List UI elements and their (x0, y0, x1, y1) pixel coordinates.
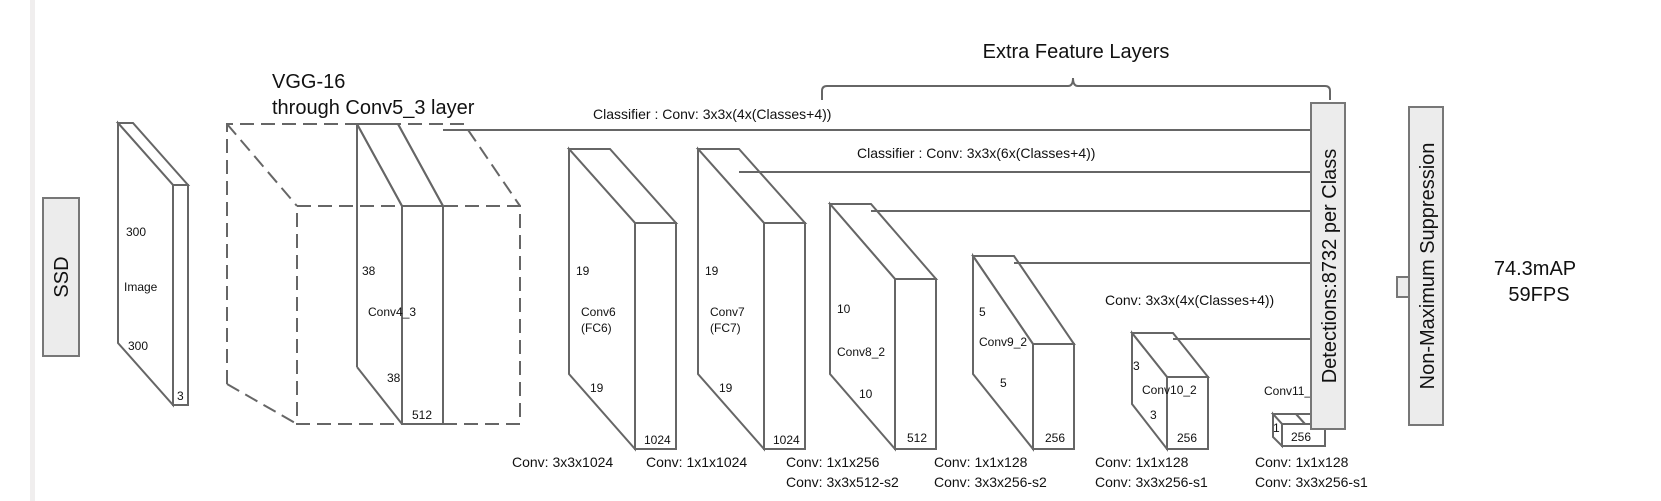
conv7-height-label: 19 (705, 264, 719, 278)
classifier-label-conv4_3: Classifier : Conv: 3x3x(4x(Classes+4)) (593, 106, 831, 122)
conv6-width-label: 19 (590, 381, 604, 395)
image-name-label: Image (124, 280, 158, 294)
classifier-label-extra: Conv: 3x3x(4x(Classes+4)) (1105, 292, 1274, 308)
layer-conv6: 19 Conv6 (FC6) 19 1024 Conv: 3x3x1024 (512, 146, 679, 470)
conv4_3-name-label: Conv4_3 (368, 305, 416, 319)
classifier-label-conv7: Classifier : Conv: 3x3x(6x(Classes+4)) (857, 145, 1095, 161)
conv10_2-conv-line1: Conv: 1x1x128 (1095, 454, 1189, 470)
layer-conv11_2: Conv11_2 1 256 Conv: 1x1x128 Conv: 3x3x2… (1255, 384, 1368, 490)
conv11_2-name-label: Conv11_2 (1264, 384, 1318, 398)
layer-image: 300 Image 300 3 (115, 120, 191, 408)
conv7-conv-line1: Conv: 1x1x1024 (646, 454, 747, 470)
conv8_2-name-label: Conv8_2 (837, 345, 885, 359)
image-height-label: 300 (126, 225, 146, 239)
vgg-title-line2: through Conv5_3 layer (272, 97, 475, 119)
conv6-height-label: 19 (576, 264, 590, 278)
conv8_2-depth-label: 512 (907, 431, 927, 445)
conv6-conv-line1: Conv: 3x3x1024 (512, 454, 613, 470)
conv11_2-conv-line2: Conv: 3x3x256-s1 (1255, 474, 1368, 490)
conv11_2-depth-label: 256 (1291, 430, 1311, 444)
conv7-depth-label: 1024 (773, 433, 800, 447)
conv10_2-height-label: 3 (1133, 359, 1140, 373)
conv9_2-width-label: 5 (1000, 376, 1007, 390)
conv6-depth-label: 1024 (644, 433, 671, 447)
nms-box: Non-Maximum Suppression (1408, 106, 1444, 426)
conv4_3-height-label: 38 (362, 264, 376, 278)
conv9_2-conv-line1: Conv: 1x1x128 (934, 454, 1028, 470)
left-margin-bar (30, 0, 35, 501)
result-map: 74.3mAP (1494, 258, 1576, 280)
image-depth-label: 3 (177, 389, 184, 403)
results: 74.3mAP 59FPS (1494, 258, 1576, 306)
conv11_2-conv-line1: Conv: 1x1x128 (1255, 454, 1349, 470)
layer-conv9_2: 5 Conv9_2 5 256 Conv: 1x1x128 Conv: 3x3x… (934, 252, 1076, 490)
layer-conv4_3: 38 Conv4_3 38 512 (355, 123, 445, 425)
detections-box: Detections:8732 per Class (1310, 102, 1346, 430)
conv9_2-name-label: Conv9_2 (979, 335, 1027, 349)
conv8_2-conv-line1: Conv: 1x1x256 (786, 454, 880, 470)
layer-conv8_2: 10 Conv8_2 10 512 Conv: 1x1x256 Conv: 3x… (786, 201, 939, 490)
conv6-name-label: Conv6 (581, 305, 616, 319)
nms-label: Non-Maximum Suppression (1417, 143, 1439, 390)
conv6-name2-label: (FC6) (581, 321, 612, 335)
conv9_2-conv-line2: Conv: 3x3x256-s2 (934, 474, 1047, 490)
conv7-name2-label: (FC7) (710, 321, 741, 335)
conv10_2-conv-line2: Conv: 3x3x256-s1 (1095, 474, 1208, 490)
ssd-title-box: SSD (42, 197, 80, 357)
conv10_2-width-label: 3 (1150, 408, 1157, 422)
conv7-name-label: Conv7 (710, 305, 745, 319)
conv9_2-depth-label: 256 (1045, 431, 1065, 445)
ssd-title-text: SSD (51, 256, 73, 297)
conv10_2-name-label: Conv10_2 (1142, 383, 1197, 397)
layer-conv7: 19 Conv7 (FC7) 19 1024 Conv: 1x1x1024 (646, 146, 808, 470)
conv11_2-height-label: 1 (1273, 421, 1280, 435)
conv8_2-width-label: 10 (859, 387, 873, 401)
conv8_2-height-label: 10 (837, 302, 851, 316)
conv4_3-depth-label: 512 (412, 408, 432, 422)
conv8_2-conv-line2: Conv: 3x3x512-s2 (786, 474, 899, 490)
conv10_2-depth-label: 256 (1177, 431, 1197, 445)
conv7-width-label: 19 (719, 381, 733, 395)
conv9_2-height-label: 5 (979, 305, 986, 319)
extra-feature-layers-title: Extra Feature Layers (983, 41, 1170, 63)
conv4_3-width-label: 38 (387, 371, 401, 385)
result-fps: 59FPS (1508, 284, 1569, 306)
layer-conv10_2: 3 Conv10_2 3 256 Conv: 1x1x128 Conv: 3x3… (1095, 330, 1211, 490)
detections-label: Detections:8732 per Class (1319, 149, 1341, 384)
extra-feature-layers-brace: Extra Feature Layers (821, 41, 1331, 100)
vgg-title-line1: VGG-16 (272, 71, 345, 93)
image-width-label: 300 (128, 339, 148, 353)
